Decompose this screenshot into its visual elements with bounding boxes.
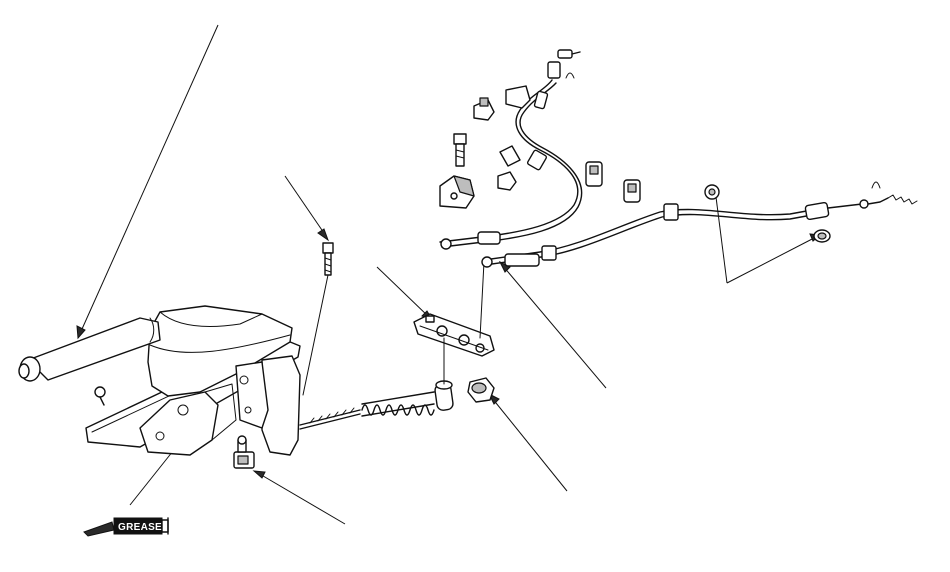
grease-tube-nozzle — [83, 521, 115, 537]
leader-arrow-lever — [76, 325, 86, 340]
cable-clip-4 — [499, 145, 521, 167]
bolt-alignment-line — [302, 274, 329, 396]
cable-equalizer — [413, 313, 495, 357]
leader-line-grommet-a — [715, 196, 728, 284]
leader-line-cable-end — [502, 265, 607, 389]
return-spring — [361, 391, 435, 417]
leader-arrow-switch — [252, 470, 266, 479]
lever-body — [147, 305, 293, 397]
grease-tube: GREASE — [83, 517, 169, 537]
leader-line-grommet-b — [726, 236, 817, 284]
bolt-lever-left — [94, 386, 106, 406]
grease-label: GREASE — [118, 522, 162, 533]
leader-line-bolt-top — [284, 175, 327, 237]
parking-brake-lever — [18, 305, 301, 456]
cable-clip-1 — [473, 97, 495, 121]
leader-line-switch — [257, 472, 346, 525]
cable-bracket-upper — [505, 72, 575, 109]
grease-tube-cap — [161, 519, 169, 533]
cable-clip-2 — [453, 133, 467, 167]
cable-clip-3 — [497, 171, 517, 191]
cable-grommet-3 — [704, 184, 720, 200]
bolt-top — [322, 242, 334, 276]
cable-grommet-1 — [585, 161, 603, 187]
cable-bracket — [439, 175, 475, 209]
leader-line-adjust-nut — [491, 397, 568, 492]
lever-bracket — [261, 355, 301, 456]
equalizer-rod — [299, 407, 361, 430]
leader-line-lever — [77, 24, 219, 339]
cable-alignment-line — [479, 261, 485, 339]
leader-arrow-bolt-top — [317, 228, 330, 242]
adjuster-sleeve — [434, 380, 454, 411]
cable-grommet-4 — [813, 229, 831, 243]
lever-ratchet — [235, 361, 269, 429]
parking-brake-switch — [233, 435, 255, 469]
rear-cable-lower — [481, 181, 918, 268]
leader-line-equalizer — [376, 266, 431, 319]
lever-mechanism — [139, 391, 219, 456]
cable-grommet-2 — [623, 179, 641, 203]
adjusting-nut — [467, 377, 495, 403]
lever-grip — [27, 317, 161, 381]
